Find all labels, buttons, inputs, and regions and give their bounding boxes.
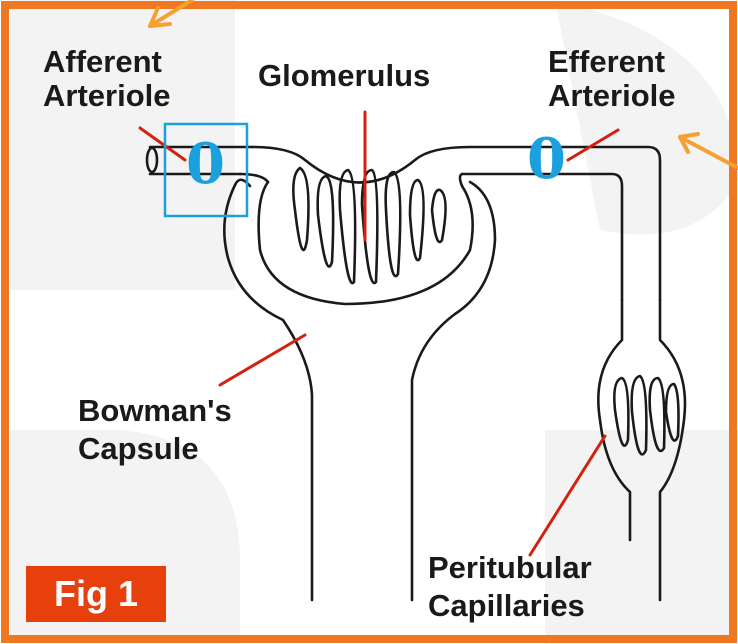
loop-7 — [432, 190, 446, 242]
label-efferent-line1: Efferent — [548, 44, 665, 79]
loop-3 — [340, 170, 355, 283]
label-afferent-line2: Arteriole — [43, 78, 170, 113]
loop-2 — [318, 176, 333, 267]
loop-1 — [293, 168, 308, 250]
bowman-leader — [220, 335, 305, 385]
label-glomerulus: Glomerulus — [258, 58, 430, 93]
marker-efferent[interactable]: 0 — [527, 131, 566, 187]
loop-6 — [410, 180, 424, 260]
label-bowman-line1: Bowman's — [78, 393, 232, 428]
label-afferent-line1: Afferent — [43, 44, 162, 79]
capsule-outer-right — [412, 182, 495, 600]
figure-badge: Fig 1 — [26, 566, 166, 622]
marker-afferent[interactable]: 0 — [186, 136, 225, 192]
label-bowman-line2: Capsule — [78, 431, 199, 466]
label-efferent-line2: Arteriole — [548, 78, 675, 113]
label-peritubular-line1: Peritubular — [428, 550, 592, 585]
label-peritubular-line2: Capillaries — [428, 588, 585, 623]
loop-5 — [386, 172, 401, 276]
